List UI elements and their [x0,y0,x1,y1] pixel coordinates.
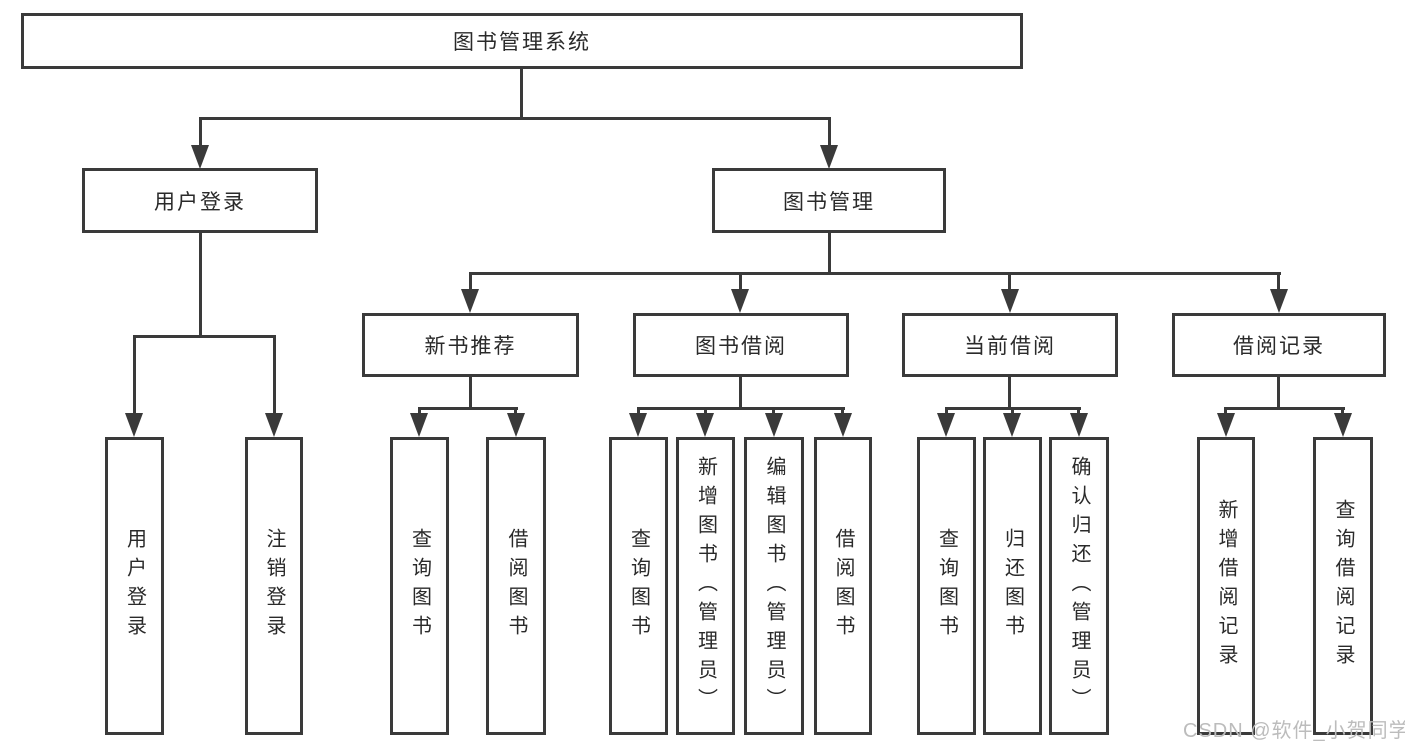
leaf-records-add-record: 新增借阅记录 [1197,437,1255,735]
connector-line [1008,272,1011,289]
node-book-management: 图书管理 [712,168,946,233]
connector-line [841,407,844,416]
connector-line [199,233,202,338]
connector-line [418,407,518,410]
leaf-current-query-books: 查询图书 [917,437,976,735]
connector-line [1077,407,1080,416]
connector-line [637,407,640,416]
leaf-newrec-query-books-label: 查询图书 [408,528,431,644]
node-book-management-label: 图书管理 [783,190,875,214]
leaf-borrow-edit-books-admin-label: 编辑图书（管理员） [763,455,785,717]
leaf-records-query-record: 查询借阅记录 [1313,437,1373,735]
connector-line [1011,407,1014,416]
connector-line [828,117,831,155]
node-library-system-label: 图书管理系统 [453,31,591,54]
arrowhead-down-icon [461,289,479,313]
connector-line [1341,407,1344,416]
connector-line [133,335,136,419]
leaf-user-login: 用户登录 [105,437,164,735]
leaf-borrow-add-books-admin-label: 新增图书（管理员） [694,455,717,717]
connector-line [520,69,523,120]
connector-line [1224,407,1227,416]
node-new-book-recommendation: 新书推荐 [362,313,579,377]
arrowhead-down-icon [410,413,428,437]
connector-line [1224,407,1345,410]
connector-line [945,407,948,416]
connector-line [1277,377,1280,410]
connector-line [514,407,517,416]
arrowhead-down-icon [265,413,283,437]
connector-line [1277,272,1280,289]
leaf-records-query-record-label: 查询借阅记录 [1332,499,1354,673]
leaf-newrec-borrow-books: 借阅图书 [486,437,546,735]
node-current-borrowing: 当前借阅 [902,313,1118,377]
leaf-current-confirm-return-admin-label: 确认归还（管理员） [1068,455,1090,717]
arrowhead-down-icon [1070,413,1088,437]
connector-line [469,377,472,410]
leaf-logout-label: 注销登录 [263,528,285,644]
node-book-borrowing-label: 图书借阅 [695,335,787,358]
connector-line [637,407,845,410]
arrowhead-down-icon [1334,413,1352,437]
leaf-borrow-borrow-books: 借阅图书 [814,437,872,735]
leaf-current-query-books-label: 查询图书 [935,528,958,644]
connector-line [739,272,742,289]
arrowhead-down-icon [820,145,838,169]
node-user-login-group: 用户登录 [82,168,318,233]
leaf-newrec-query-books: 查询图书 [390,437,449,735]
leaf-borrow-add-books-admin: 新增图书（管理员） [676,437,735,735]
arrowhead-down-icon [696,413,714,437]
leaf-current-confirm-return-admin: 确认归还（管理员） [1049,437,1109,735]
node-new-book-recommendation-label: 新书推荐 [424,335,517,358]
connector-line [739,377,742,410]
connector-line [828,233,831,275]
arrowhead-down-icon [1003,413,1021,437]
leaf-user-login-label: 用户登录 [123,528,146,644]
arrowhead-down-icon [937,413,955,437]
arrowhead-down-icon [507,413,525,437]
arrowhead-down-icon [629,413,647,437]
csdn-watermark: CSDN @软件_小贺同学 [1183,720,1405,742]
node-borrowing-records: 借阅记录 [1172,313,1386,377]
arrowhead-down-icon [1270,289,1288,313]
connector-line [199,117,202,155]
node-book-borrowing: 图书借阅 [633,313,849,377]
node-library-system: 图书管理系统 [21,13,1023,69]
connector-line [469,272,1281,275]
arrowhead-down-icon [191,145,209,169]
arrowhead-down-icon [731,289,749,313]
leaf-logout: 注销登录 [245,437,303,735]
connector-line [133,335,276,338]
connector-line [704,407,707,416]
leaf-borrow-edit-books-admin: 编辑图书（管理员） [744,437,804,735]
connector-line [772,407,775,416]
leaf-newrec-borrow-books-label: 借阅图书 [505,528,527,644]
node-current-borrowing-label: 当前借阅 [964,335,1056,358]
connector-line [273,335,276,419]
arrowhead-down-icon [1001,289,1019,313]
leaf-borrow-query-books-label: 查询图书 [627,528,650,644]
leaf-current-return-books-label: 归还图书 [1001,528,1024,644]
arrowhead-down-icon [125,413,143,437]
connector-line [469,272,472,289]
leaf-borrow-borrow-books-label: 借阅图书 [832,528,854,644]
leaf-current-return-books: 归还图书 [983,437,1042,735]
node-borrowing-records-label: 借阅记录 [1233,335,1325,358]
arrowhead-down-icon [765,413,783,437]
connector-line [199,117,831,120]
connector-line [1008,377,1011,410]
arrowhead-down-icon [834,413,852,437]
connector-line [418,407,421,416]
arrowhead-down-icon [1217,413,1235,437]
leaf-borrow-query-books: 查询图书 [609,437,668,735]
node-user-login-group-label: 用户登录 [154,190,246,214]
leaf-records-add-record-label: 新增借阅记录 [1215,499,1237,673]
